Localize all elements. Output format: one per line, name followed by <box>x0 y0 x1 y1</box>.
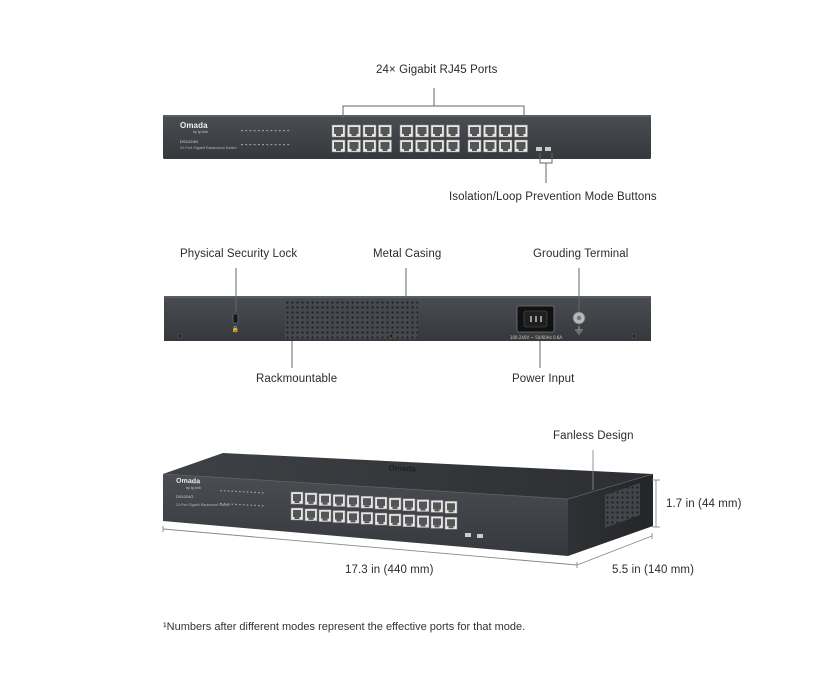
led <box>253 144 256 146</box>
iso-led <box>250 504 253 506</box>
mode-button-1 <box>536 147 542 151</box>
led <box>283 144 285 146</box>
led <box>274 144 277 146</box>
iso-led <box>239 491 241 493</box>
iso-led <box>250 491 253 493</box>
power-rating: 100-240V ~ 50/60Hz 0.6A <box>510 335 563 340</box>
iso-led <box>220 490 222 492</box>
iso-led <box>246 491 249 493</box>
svg-text:🔒: 🔒 <box>232 325 239 333</box>
front-callout-lines <box>342 88 553 183</box>
iso-led <box>261 505 264 507</box>
led <box>253 130 256 132</box>
led <box>270 144 273 146</box>
led <box>249 144 252 146</box>
dimension-lines <box>162 450 660 568</box>
iso-led <box>246 504 249 506</box>
front-brand-sub: by tp-link <box>193 130 209 134</box>
led <box>278 130 281 132</box>
led <box>257 130 260 132</box>
callout-grounding-terminal: Grouding Terminal <box>533 248 629 260</box>
led <box>270 130 273 132</box>
iso-rj45-ports <box>290 491 458 530</box>
led <box>278 144 281 146</box>
iso-led <box>231 503 234 505</box>
callout-power-input: Power Input <box>512 373 575 385</box>
iso-led <box>235 503 237 505</box>
callout-ports: 24× Gigabit RJ45 Ports <box>376 64 498 76</box>
front-model: DS1024G <box>180 139 199 144</box>
front-view-switch <box>163 115 651 159</box>
iso-led <box>242 491 245 493</box>
front-brand: Omada <box>180 121 208 130</box>
front-desc: 24-Port Gigabit Rackmount Switch <box>180 146 237 150</box>
dimension-depth: 5.5 in (140 mm) <box>612 564 695 576</box>
rj45-ports <box>331 124 528 153</box>
status-leds <box>241 130 290 146</box>
led <box>266 144 269 146</box>
iso-brand: Omada <box>175 477 201 486</box>
iso-led <box>261 492 264 494</box>
iso-led <box>231 490 234 492</box>
iso-mode-button-2 <box>477 534 483 538</box>
iso-led <box>227 490 230 492</box>
rear-callout-lines <box>235 268 580 368</box>
iso-status-leds <box>220 490 264 507</box>
led <box>257 144 260 146</box>
iso-led <box>235 490 237 492</box>
isometric-view-switch: Omada <box>162 453 654 556</box>
vent-grille <box>285 299 418 339</box>
iso-led <box>239 504 241 506</box>
iso-model: DS1024G <box>176 495 194 499</box>
callout-fanless: Fanless Design <box>553 430 634 442</box>
led <box>262 130 264 132</box>
ground-icon <box>575 326 583 335</box>
led <box>283 130 285 132</box>
security-lock-slot <box>232 313 239 324</box>
iso-led <box>242 504 245 506</box>
rear-view-switch: 🔒 100-240V ~ 50/60Hz 0.6A <box>164 296 651 341</box>
led <box>249 130 252 132</box>
led <box>262 144 264 146</box>
iso-top-logo: Omada <box>388 463 416 473</box>
callout-rackmountable: Rackmountable <box>256 373 338 385</box>
dimension-height: 1.7 in (44 mm) <box>666 498 742 510</box>
callout-security-lock: Physical Security Lock <box>180 248 298 260</box>
mode-button-2 <box>545 147 551 151</box>
led <box>245 144 248 146</box>
callout-mode-buttons: Isolation/Loop Prevention Mode Buttons <box>449 191 657 203</box>
iso-brand-sub: by tp-link <box>186 486 202 490</box>
side-vent <box>605 483 640 528</box>
footnote: ¹Numbers after different modes represent… <box>163 621 526 633</box>
iso-led <box>227 503 230 505</box>
iso-led <box>258 505 260 507</box>
led <box>241 144 243 146</box>
led <box>287 144 290 146</box>
dimension-width: 17.3 in (440 mm) <box>345 564 434 576</box>
led <box>287 130 290 132</box>
led <box>241 130 243 132</box>
iso-led <box>254 491 256 493</box>
iso-desc: 24-Port Gigabit Rackmount Switch <box>176 503 230 507</box>
led <box>266 130 269 132</box>
iso-led <box>254 504 256 506</box>
led <box>245 130 248 132</box>
iso-mode-button-1 <box>465 533 471 537</box>
iso-led <box>223 503 226 505</box>
iso-led <box>258 492 260 494</box>
iso-led <box>223 490 226 492</box>
iso-led <box>220 503 222 505</box>
callout-metal-casing: Metal Casing <box>373 248 442 260</box>
led <box>274 130 277 132</box>
